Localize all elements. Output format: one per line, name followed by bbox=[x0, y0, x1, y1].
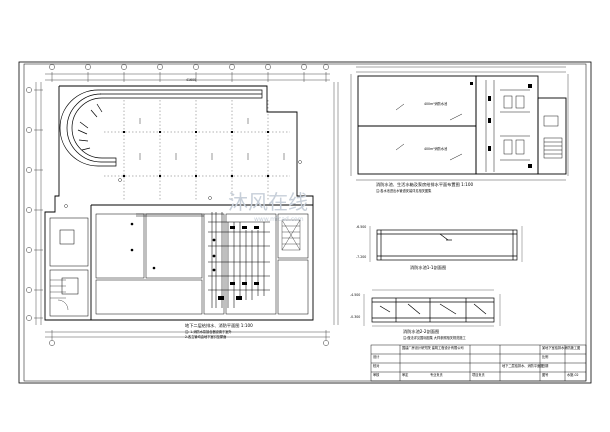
sheet-border-inner bbox=[23, 63, 587, 382]
pump-room-piping bbox=[136, 212, 270, 308]
columns bbox=[123, 131, 269, 177]
column-grid-dashes bbox=[104, 100, 290, 200]
tank-label-2: 400m³消防水池 bbox=[424, 147, 448, 151]
watermark-url: www.mfcad.com bbox=[254, 216, 304, 223]
section-1 bbox=[376, 229, 518, 261]
section-1-dims bbox=[369, 226, 523, 262]
sheet-border-outer bbox=[18, 61, 592, 384]
tank-plan-grid bbox=[350, 66, 569, 181]
section-2-dims bbox=[363, 289, 501, 327]
sprinkler-marks bbox=[139, 118, 285, 160]
title-block-sheet-label: 图号 bbox=[542, 373, 549, 377]
elevation-mark-3: -4.500 bbox=[350, 293, 361, 297]
main-plan-walls bbox=[44, 85, 314, 321]
title-block-sheet-no: 水施-02 bbox=[567, 373, 579, 377]
main-plan-rooms bbox=[49, 213, 309, 317]
title-block-row-2: 校对 bbox=[373, 364, 380, 368]
axis-bubbles bbox=[26, 64, 329, 346]
elevation-mark-1: -6.500 bbox=[356, 225, 367, 229]
section-1-caption: 消防水池1-1剖面图 bbox=[410, 265, 447, 270]
tank-plan-fittings bbox=[470, 82, 532, 168]
main-plan-caption: 地下二层给排水、消防平面图 1:100 bbox=[185, 323, 253, 328]
stair-left bbox=[50, 279, 69, 311]
riser-marks bbox=[64, 160, 302, 208]
stair-right bbox=[281, 219, 301, 251]
title-block-row-1: 设计 bbox=[373, 355, 380, 359]
main-plan-note-2: 2.各立管均由地下室引至屋面 bbox=[185, 335, 227, 339]
tank-plan-details bbox=[395, 80, 563, 172]
main-plan-axis-ticks bbox=[34, 72, 327, 340]
dimension-total: 41600 bbox=[186, 78, 197, 82]
title-block-row-5: 专业负责 bbox=[430, 373, 443, 377]
watermark-text: 沐风在线 bbox=[228, 190, 308, 214]
tank-plan-walls bbox=[357, 75, 567, 175]
section-note: 注:做法详见国标图集 大样参照相关规范施工 bbox=[403, 336, 466, 340]
title-block-drawing-name: 地下二层给排水、消防平面图 bbox=[502, 364, 544, 368]
main-plan-note-1: 注: 1.消防水泵接合器设置于室外 bbox=[185, 330, 232, 334]
tank-plan-subnote: 注:各水池进出水管道安装详见相关图集 bbox=[376, 189, 432, 193]
section-2 bbox=[371, 297, 495, 323]
pump-symbols bbox=[130, 222, 259, 300]
title-block-row-6: 项目负责 bbox=[472, 373, 485, 377]
title-block-row-3: 审核 bbox=[373, 373, 380, 377]
title-block-date-label: 日期 bbox=[542, 364, 549, 368]
elevation-mark-2: -7.200 bbox=[356, 255, 367, 259]
ramp bbox=[59, 89, 263, 167]
title-block-company: 国建厂房设计研究院 建筑工程设计有限公司 bbox=[402, 346, 464, 350]
main-plan-grid bbox=[35, 73, 339, 338]
title-block-row-4: 审定 bbox=[402, 373, 409, 377]
title-block-scale-label: 比例 bbox=[542, 355, 549, 359]
section-2-caption: 消防水池2-2剖面图 bbox=[403, 329, 440, 334]
tank-label-1: 400m³消防水池 bbox=[424, 102, 448, 106]
title-block-grid bbox=[370, 344, 587, 382]
title-block-project: 某地下室给排水消防施工图 bbox=[542, 346, 581, 350]
elevation-mark-4: -0.300 bbox=[350, 315, 361, 319]
tank-plan-caption: 消防水池、生活水箱及泵房给排水平面布置图 1:100 bbox=[376, 182, 474, 187]
